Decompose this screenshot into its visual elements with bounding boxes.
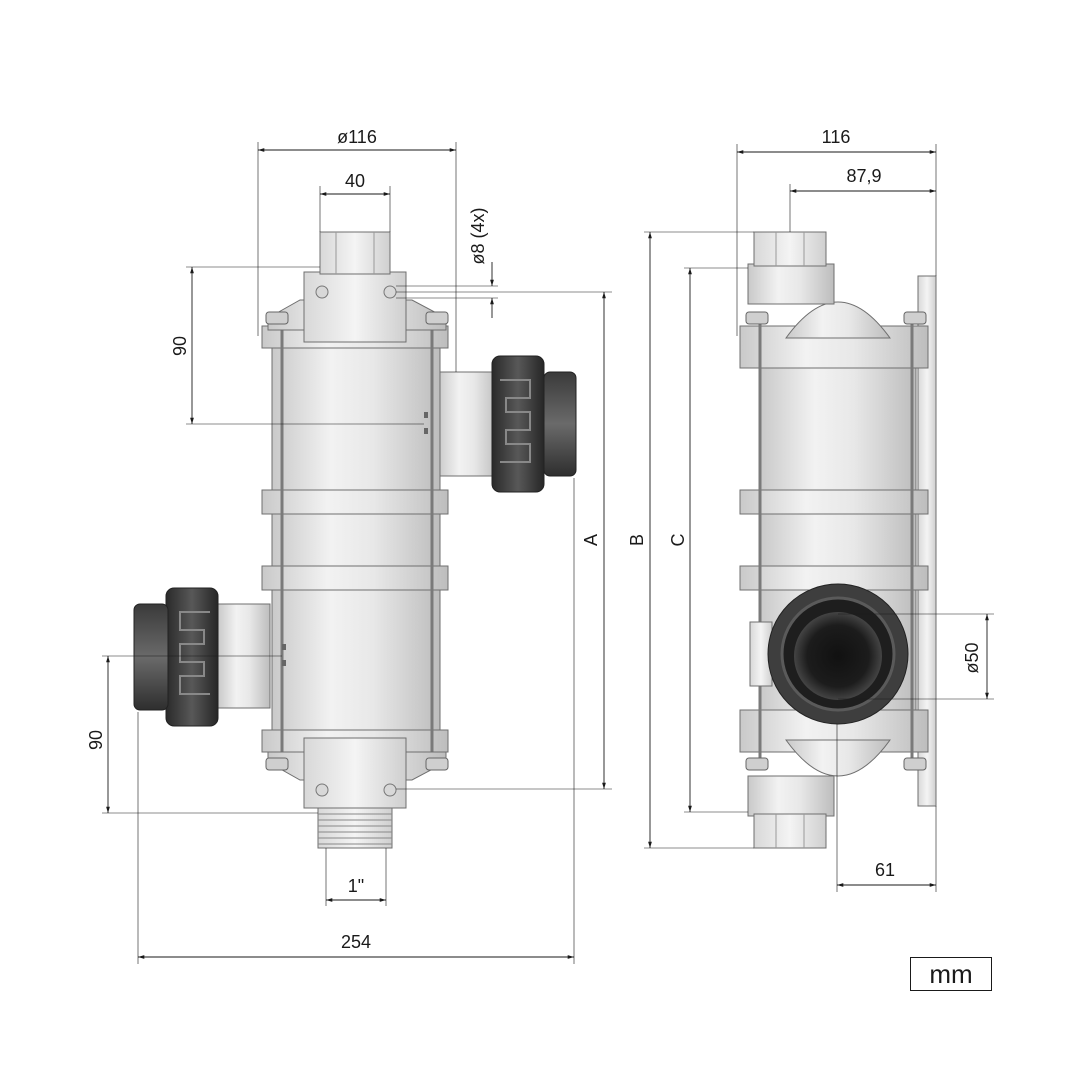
- dim-diameter-116: ø116: [337, 127, 377, 147]
- side-top-nut: [753, 231, 827, 267]
- dim-254: 254: [341, 932, 371, 952]
- dim-diameter-50: ø50: [962, 642, 982, 673]
- front-bottom-block: [303, 737, 407, 809]
- side-bracket: [917, 275, 937, 807]
- dim-B: B: [627, 534, 647, 546]
- front-top-nut: [319, 231, 391, 275]
- side-bottom-nut: [753, 813, 827, 849]
- side-view: [739, 231, 937, 849]
- dim-40: 40: [345, 171, 365, 191]
- dim-90-top: 90: [170, 336, 190, 356]
- dim-thread-1in: 1": [348, 876, 364, 896]
- front-body: [271, 335, 441, 741]
- dim-61: 61: [875, 860, 895, 880]
- front-thread: [317, 807, 393, 849]
- dim-A: A: [581, 534, 601, 546]
- side-port-opening: [794, 612, 882, 700]
- dim-C: C: [668, 534, 688, 547]
- dim-90-bottom: 90: [86, 730, 106, 750]
- side-dimensions: B C 116 87,9 ø50 61: [627, 127, 994, 892]
- front-dimensions: ø116 40 ø8 (4x) 90 90 1" 254: [86, 127, 612, 964]
- dim-hole-8: ø8 (4x): [468, 207, 488, 264]
- front-top-block: [303, 271, 407, 343]
- front-inlet-pipe: [133, 587, 271, 727]
- front-view: [133, 231, 577, 849]
- unit-label: mm: [910, 957, 992, 991]
- dim-116-side: 116: [822, 127, 851, 147]
- dim-87-9: 87,9: [846, 166, 881, 186]
- front-outlet-pipe: [437, 355, 577, 493]
